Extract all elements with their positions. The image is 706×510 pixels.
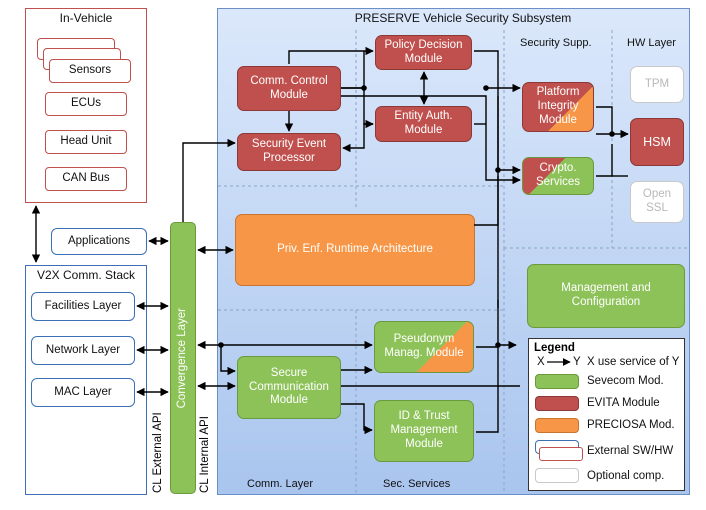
legend-title: Legend [534, 342, 575, 354]
id-trust-management-module[interactable]: ID & Trust Management Module [374, 400, 474, 462]
can-bus-box[interactable]: CAN Bus [45, 167, 127, 191]
legend-arrow-icon [547, 358, 571, 366]
legend-panel [528, 338, 685, 491]
hsm-box[interactable]: HSM [630, 118, 684, 166]
legend-preciosa-swatch [535, 418, 579, 433]
crypto-services-module[interactable]: Crypto. Services [522, 157, 594, 195]
platform-integrity-module[interactable]: Platform Integrity Module [522, 82, 594, 132]
legend-evita-label: EVITA Module [587, 397, 660, 409]
legend-evita-swatch [535, 396, 579, 411]
legend-external-swatch-front [539, 447, 583, 461]
legend-sevecom-label: Sevecom Mod. [587, 375, 664, 387]
priv-enf-runtime-architecture[interactable]: Priv. Enf. Runtime Architecture [235, 214, 475, 286]
section-hw-layer: HW Layer [627, 37, 676, 49]
legend-arrow-x: X [537, 356, 545, 368]
v2x-stack-title: V2X Comm. Stack [36, 268, 136, 282]
legend-preciosa-label: PRECIOSA Mod. [587, 419, 675, 431]
head-unit-box[interactable]: Head Unit [45, 130, 127, 154]
section-comm-layer: Comm. Layer [247, 478, 314, 490]
legend-sevecom-swatch [535, 374, 579, 389]
applications-box[interactable]: Applications [51, 228, 147, 255]
secure-communication-module[interactable]: Secure Communication Module [237, 356, 341, 419]
network-layer-box[interactable]: Network Layer [31, 336, 135, 365]
convergence-layer[interactable]: Convergence Layer [170, 222, 196, 494]
legend-optional-swatch [535, 468, 579, 483]
section-security-support: Security Supp. [520, 37, 592, 49]
openssl-box[interactable]: Open SSL [630, 181, 684, 223]
management-configuration-box[interactable]: Management and Configuration [527, 264, 685, 328]
pseudonym-management-module[interactable]: Pseudonym Manag. Module [374, 321, 474, 373]
legend-optional-label: Optional comp. [587, 470, 665, 482]
legend-arrow-y: Y [573, 356, 581, 368]
legend-external-label: External SW/HW [587, 445, 674, 457]
ecus-box[interactable]: ECUs [45, 92, 127, 116]
security-event-processor[interactable]: Security Event Processor [237, 133, 341, 171]
in-vehicle-title: In-Vehicle [59, 11, 113, 25]
legend-arrow-text: X use service of Y [587, 356, 680, 368]
subsystem-title: PRESERVE Vehicle Security Subsystem [354, 11, 572, 25]
sensors-box[interactable]: Sensors [49, 59, 131, 83]
policy-decision-module[interactable]: Policy Decision Module [375, 35, 472, 70]
entity-auth-module[interactable]: Entity Auth. Module [375, 106, 472, 142]
tpm-box[interactable]: TPM [630, 66, 684, 103]
facilities-layer-box[interactable]: Facilities Layer [31, 292, 135, 321]
section-sec-services: Sec. Services [383, 478, 451, 490]
mac-layer-box[interactable]: MAC Layer [31, 378, 135, 407]
comm-control-module[interactable]: Comm. Control Module [237, 66, 341, 111]
